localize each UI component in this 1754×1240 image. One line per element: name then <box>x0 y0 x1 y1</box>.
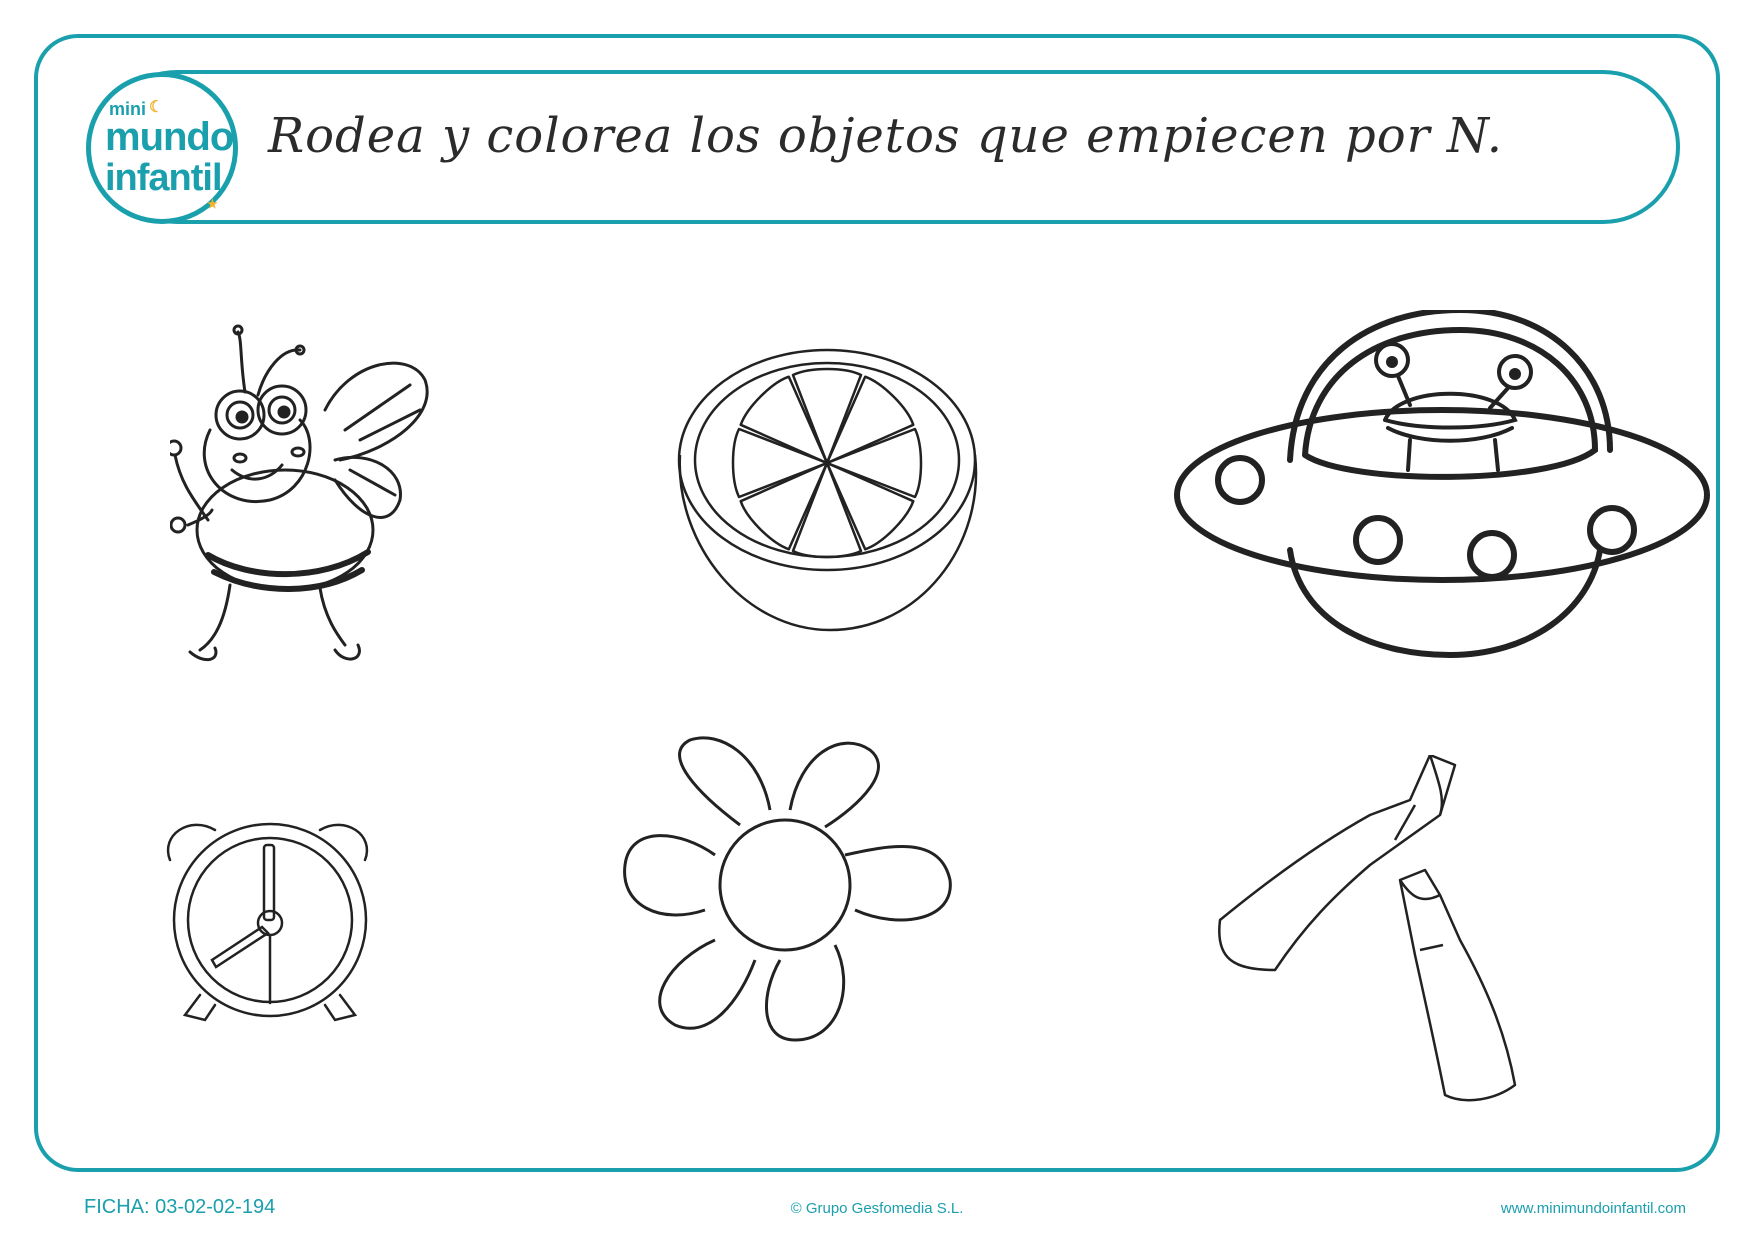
alarm-clock-drawing <box>160 815 380 1035</box>
logo-line-infantil: infantil <box>105 157 223 199</box>
instruction-text: Rodea y colorea los objetos que empiecen… <box>268 108 1503 164</box>
ufo-drawing <box>1170 310 1715 660</box>
copyright-text: © Grupo Gesfomedia S.L. <box>790 1200 964 1217</box>
moon-icon: ☾ <box>149 99 164 116</box>
logo-line-mini: mini <box>109 99 147 119</box>
swim-fins-drawing <box>1215 755 1605 1115</box>
ficha-code: FICHA: 03-02-02-194 <box>84 1196 276 1218</box>
flower-drawing <box>620 735 960 1045</box>
bee-drawing <box>170 320 440 670</box>
star-icon: ★ <box>207 197 218 211</box>
logo-line-mundo: mundo <box>105 115 234 159</box>
brand-logo: mini ☾ mundo infantil ★ <box>86 72 238 224</box>
worksheet-frame <box>34 34 1720 1172</box>
orange-half-drawing <box>675 345 985 635</box>
website-link[interactable]: www.minimundoinfantil.com <box>1500 1200 1686 1217</box>
